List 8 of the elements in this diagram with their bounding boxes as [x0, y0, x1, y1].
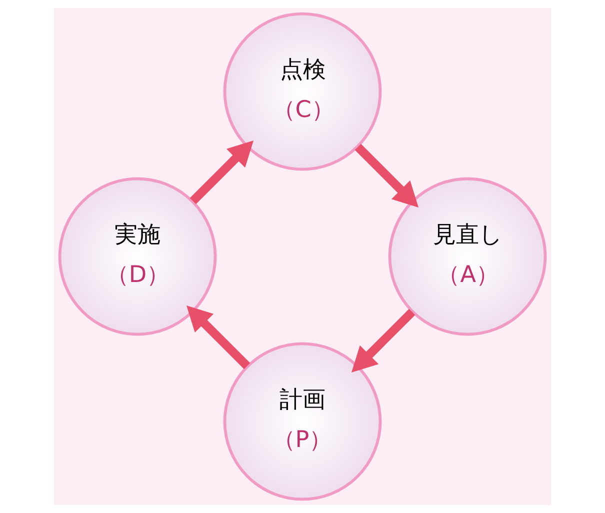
- node-circle: 計画 （P）: [223, 342, 382, 501]
- arrow: [354, 144, 419, 208]
- arrow: [190, 140, 254, 204]
- node-circle: 点検 （C）: [223, 12, 382, 171]
- node-circle: 実施 （D）: [58, 177, 217, 336]
- arrow: [351, 308, 416, 373]
- arrow: [186, 305, 250, 370]
- node-circle: 見直し （A）: [388, 177, 547, 336]
